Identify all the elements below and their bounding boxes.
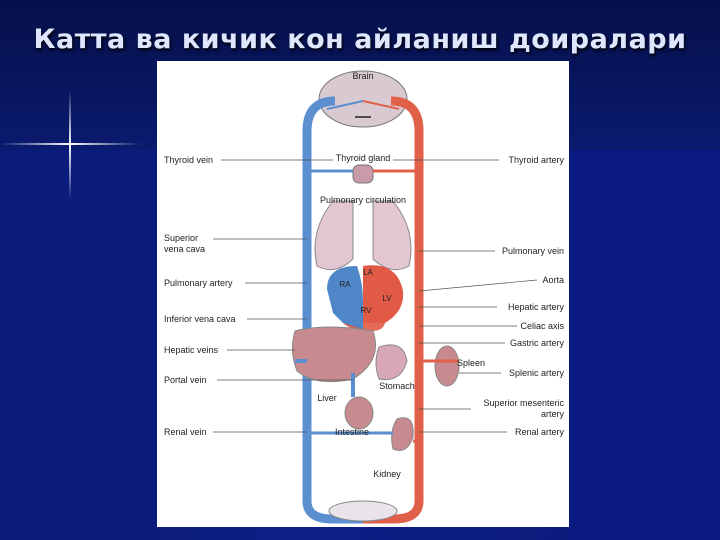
label-superior-vena-cava-1: Superior (164, 233, 198, 243)
label-intestine: Intestine (335, 427, 369, 437)
circulation-diagram: Brain Thyroid gland Pulmonary circulatio… (164, 70, 565, 524)
label-aorta: Aorta (542, 275, 564, 285)
label-renal-vein: Renal vein (164, 427, 207, 437)
label-ra: RA (339, 280, 351, 289)
stomach-organ (375, 344, 408, 381)
thyroid-gland-organ (352, 164, 374, 184)
label-la: LA (363, 268, 373, 277)
slide-title: Катта ва кичик кон айланиш доиралари (33, 24, 687, 55)
kidney-organ (391, 417, 414, 451)
label-pulmonary-artery: Pulmonary artery (164, 278, 233, 288)
spleen-organ (434, 345, 460, 387)
label-renal-artery: Renal artery (515, 427, 565, 437)
intestine-organ (344, 396, 374, 430)
label-liver: Liver (317, 393, 337, 403)
label-thyroid-artery: Thyroid artery (508, 155, 564, 165)
label-thyroid-gland: Thyroid gland (336, 153, 391, 163)
heart-left-atrium (363, 265, 404, 323)
right-background-panel (568, 150, 720, 540)
label-celiac-axis: Celiac axis (520, 321, 564, 331)
systemic-vein-loop (302, 96, 363, 524)
right-lung (372, 200, 412, 271)
systemic-artery-loop (363, 96, 424, 524)
liver-organ (291, 326, 376, 383)
label-hepatic-veins: Hepatic veins (164, 345, 219, 355)
label-gastric-artery: Gastric artery (510, 338, 565, 348)
label-thyroid-vein: Thyroid vein (164, 155, 213, 165)
label-stomach: Stomach (379, 381, 415, 391)
label-kidney: Kidney (373, 469, 401, 479)
lower-capillary-bed (328, 500, 398, 522)
label-portal-vein: Portal vein (164, 375, 207, 385)
label-superior-mesenteric-2: artery (541, 409, 565, 419)
label-superior-mesenteric-1: Superior mesenteric (483, 398, 564, 408)
left-background-panel (0, 150, 160, 540)
label-brain: Brain (352, 71, 373, 81)
label-hepatic-artery: Hepatic artery (508, 302, 565, 312)
label-rv: RV (361, 306, 373, 315)
heart-right-atrium (327, 266, 363, 323)
label-superior-vena-cava-2: vena cava (164, 244, 205, 254)
label-splenic-artery: Splenic artery (509, 368, 565, 378)
label-spleen: Spleen (457, 358, 485, 368)
label-lv: LV (382, 294, 392, 303)
circulation-diagram-panel: Brain Thyroid gland Pulmonary circulatio… (157, 61, 569, 527)
label-pulmonary-vein: Pulmonary vein (502, 246, 564, 256)
light-flare-vertical (69, 90, 71, 200)
label-pulmonary-circulation: Pulmonary circulation (320, 195, 406, 205)
label-inferior-vena-cava: Inferior vena cava (164, 314, 236, 324)
left-lung (314, 200, 354, 271)
brain-organ (318, 70, 408, 128)
